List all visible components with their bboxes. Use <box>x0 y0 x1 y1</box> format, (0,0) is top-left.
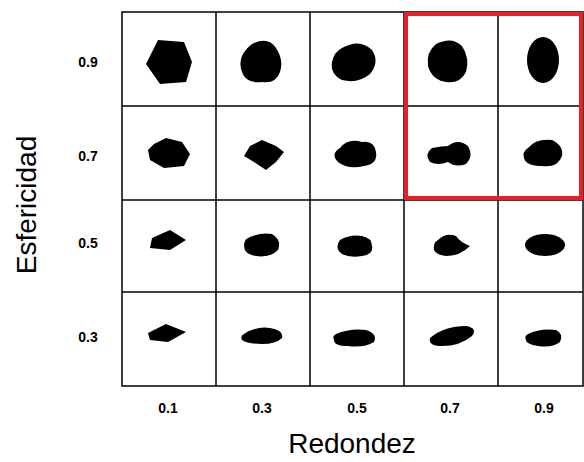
grain-shapes <box>146 37 565 347</box>
tick-label: 0.9 <box>78 55 97 69</box>
tick-label: 0.1 <box>158 401 177 415</box>
axis-title: Esfericidad <box>13 136 41 275</box>
tick-label: 0.5 <box>78 236 97 250</box>
tick-label: 0.9 <box>534 401 553 415</box>
tick-label: 0.3 <box>252 401 271 415</box>
axis-title: Redondez <box>288 430 416 458</box>
highlight-box <box>406 14 581 198</box>
grid <box>122 12 583 386</box>
tick-label: 0.3 <box>78 330 97 344</box>
tick-label: 0.7 <box>440 401 459 415</box>
tick-label: 0.5 <box>347 401 366 415</box>
tick-label: 0.7 <box>78 149 97 163</box>
